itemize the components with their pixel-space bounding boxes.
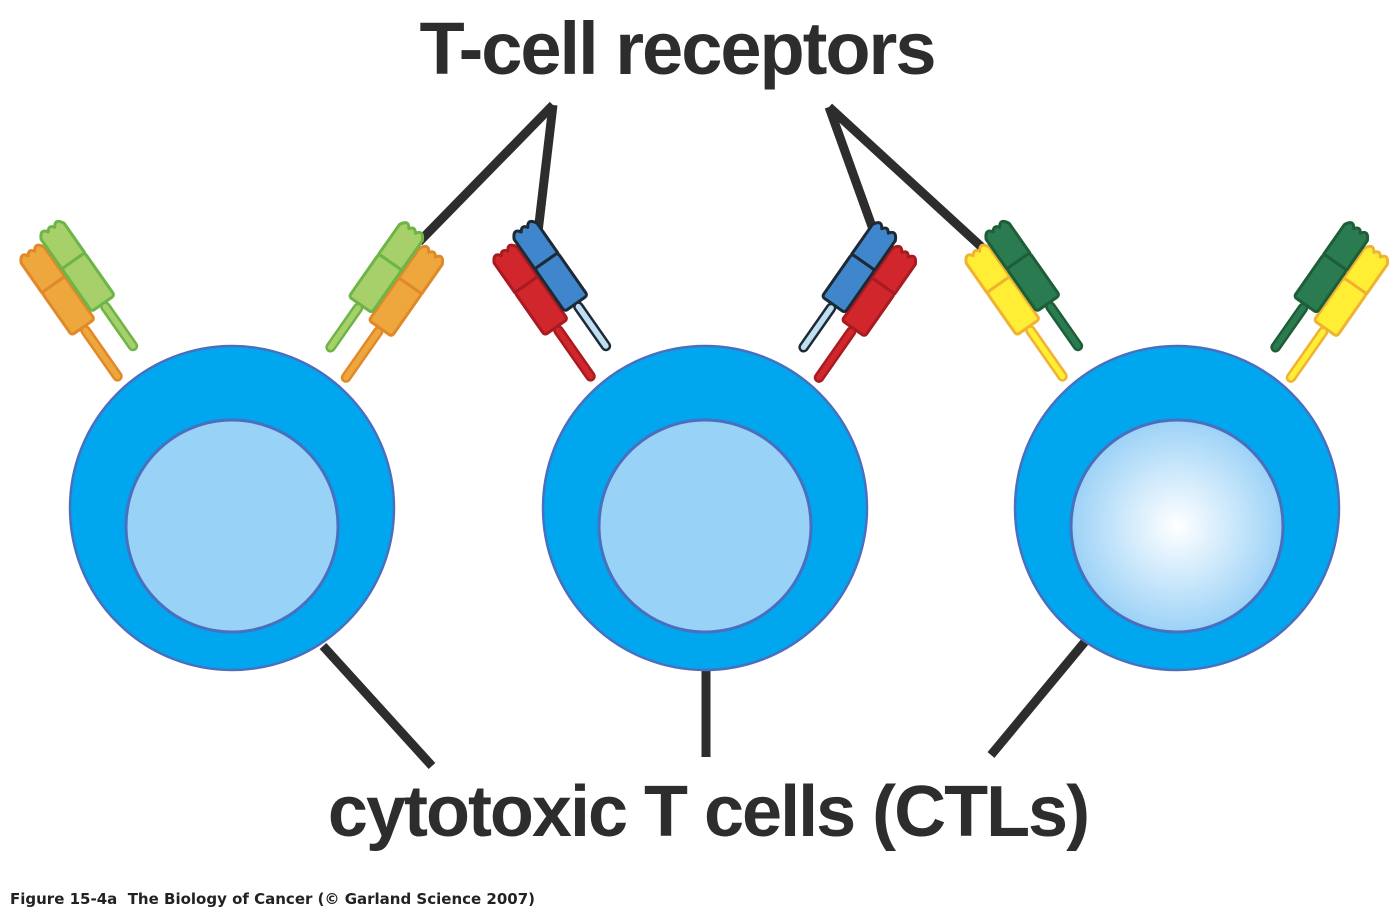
leader-line-cell-3 bbox=[987, 635, 1092, 758]
receptor-left bbox=[964, 219, 1084, 382]
receptor-right bbox=[1270, 221, 1390, 383]
receptor-domain-variable bbox=[492, 243, 540, 295]
cells-heading: cytotoxic T cells (CTLs) bbox=[327, 772, 1090, 852]
receptor-transmembrane-tail bbox=[1285, 326, 1329, 383]
receptor-transmembrane-tail bbox=[1025, 325, 1068, 382]
leader-line-receptor-4 bbox=[825, 103, 991, 256]
receptor-chain-beta bbox=[39, 219, 139, 352]
receptor-transmembrane-tail bbox=[1270, 302, 1309, 353]
receptor-transmembrane-tail bbox=[573, 301, 612, 352]
receptor-domain-variable bbox=[397, 244, 445, 296]
receptor-domain-variable bbox=[870, 244, 918, 296]
leader-line-cell-1 bbox=[319, 642, 436, 770]
cytotoxic-t-cell bbox=[492, 219, 918, 672]
receptor-transmembrane-tail bbox=[80, 325, 123, 382]
cells-group bbox=[19, 219, 1390, 672]
receptor-left bbox=[19, 219, 139, 382]
receptor-domain-variable bbox=[512, 219, 560, 271]
leader-line-receptor-1 bbox=[415, 101, 557, 246]
receptor-domain-variable bbox=[377, 221, 425, 272]
receptor-left bbox=[492, 219, 612, 382]
receptor-domain-variable bbox=[984, 219, 1032, 271]
cell-leader-lines bbox=[319, 635, 1092, 770]
cell-nucleus bbox=[124, 418, 340, 634]
receptor-chain-alpha bbox=[492, 243, 596, 382]
receptor-transmembrane-tail bbox=[340, 326, 384, 383]
cytotoxic-t-cell bbox=[964, 219, 1390, 672]
receptor-transmembrane-tail bbox=[1045, 301, 1084, 352]
receptor-domain-variable bbox=[1342, 244, 1390, 296]
receptor-chain-beta bbox=[798, 221, 898, 353]
receptor-chain-beta bbox=[1270, 221, 1370, 353]
receptor-transmembrane-tail bbox=[100, 301, 139, 352]
receptor-transmembrane-tail bbox=[325, 302, 364, 353]
leader-line-receptor-2 bbox=[533, 104, 558, 233]
receptor-chain-alpha bbox=[19, 243, 123, 382]
figure-caption: Figure 15-4a The Biology of Cancer (© Ga… bbox=[10, 890, 536, 908]
leader-line-receptor-3 bbox=[824, 105, 879, 234]
receptor-chain-beta bbox=[325, 221, 425, 353]
receptor-chain-alpha bbox=[813, 244, 918, 383]
receptor-chain-alpha bbox=[340, 244, 445, 383]
receptor-transmembrane-tail bbox=[798, 302, 837, 353]
receptor-chain-beta bbox=[512, 219, 612, 352]
receptor-domain-variable bbox=[39, 219, 87, 271]
receptor-chain-alpha bbox=[964, 243, 1068, 382]
receptor-chain-alpha bbox=[1285, 244, 1390, 383]
receptor-domain-variable bbox=[1322, 221, 1370, 272]
receptor-domain-variable bbox=[19, 243, 67, 295]
receptor-domain-variable bbox=[964, 243, 1012, 295]
cell-nucleus bbox=[1069, 418, 1285, 634]
receptor-domain-variable bbox=[850, 221, 898, 272]
cell-nucleus bbox=[597, 418, 813, 634]
receptor-right bbox=[798, 221, 918, 383]
cytotoxic-t-cell bbox=[19, 219, 445, 672]
receptor-transmembrane-tail bbox=[813, 326, 857, 383]
receptor-transmembrane-tail bbox=[553, 325, 596, 382]
receptors-heading: T-cell receptors bbox=[419, 7, 936, 90]
receptor-chain-beta bbox=[984, 219, 1084, 352]
receptor-right bbox=[325, 221, 445, 383]
receptor-leader-lines bbox=[415, 101, 991, 256]
